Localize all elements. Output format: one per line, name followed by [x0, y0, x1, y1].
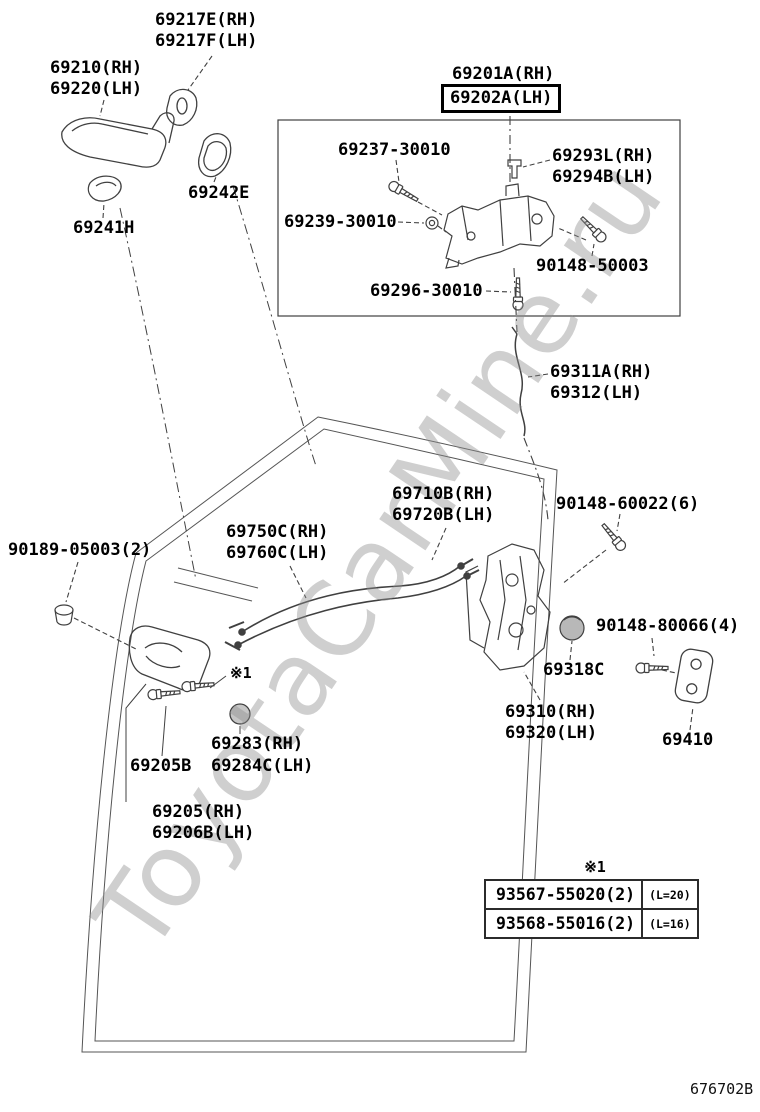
part-number: 69710B(RH) [392, 484, 495, 504]
part-number: 69750C(RH) [226, 522, 329, 542]
part-label-69318C: 69318C [543, 660, 605, 680]
inside-handle-drawing [128, 625, 251, 725]
part-label-90148-50003: 90148-50003 [536, 256, 649, 276]
leader-lines-front [65, 561, 139, 651]
part-label-69241H: 69241H [73, 218, 135, 238]
part-label-69293L: 69293L(RH) 69294B(LH) [552, 146, 654, 189]
part-number-cell: 93568-55016(2) [483, 908, 644, 939]
leader-lines-cables [289, 527, 447, 599]
part-label-69284C: 69284C(LH) [211, 756, 314, 776]
leader-lines-lock [523, 513, 694, 731]
part-number: 69311A(RH) [550, 362, 653, 382]
doc-code: 676702B [690, 1080, 754, 1098]
table-footnote-marker: ※1 [584, 858, 606, 876]
part-number: 69217E(RH) [155, 10, 258, 30]
part-label-69710B: 69710B(RH) 69720B(LH) [392, 484, 494, 527]
part-label-69311A: 69311A(RH) 69312(LH) [550, 362, 652, 405]
door-striker-drawing [674, 648, 714, 704]
handle-frame-assembly-drawing [425, 159, 555, 269]
part-number: 69760C(LH) [226, 543, 329, 564]
part-number-cell: 93567-55020(2) [483, 879, 644, 910]
part-number: 69205(RH) [152, 802, 245, 822]
lock-rod-drawing [511, 326, 526, 437]
part-label-69410: 69410 [662, 730, 714, 750]
part-label-90148-60022: 90148-60022(6) [556, 494, 700, 514]
leader-lines-top-left [99, 55, 217, 219]
bracket-lines [125, 675, 241, 802]
part-number: 69210(RH) [50, 58, 143, 78]
front-grommet-drawing [54, 604, 74, 626]
fastener-length-table: 93567-55020(2) (L=20) 93568-55016(2) (L=… [483, 879, 699, 939]
part-label-69205: 69205(RH) 69206B(LH) [152, 802, 254, 845]
part-number: 69310(RH) [505, 702, 598, 722]
part-label-69217: 69217E(RH) 69217F(LH) [155, 10, 257, 53]
part-label-90189-05003: 90189-05003(2) [8, 540, 152, 560]
part-number: 69206B(LH) [152, 823, 255, 844]
part-label-69242E: 69242E [188, 183, 250, 203]
part-number: 69293L(RH) [552, 146, 655, 166]
part-label-90148-80066: 90148-80066(4) [596, 616, 740, 636]
part-label-69205B: 69205B [130, 756, 192, 776]
door-panel-drawing [81, 416, 558, 1053]
table-row: 93567-55020(2) (L=20) [483, 879, 699, 910]
part-label-69239: 69239-30010 [284, 212, 397, 232]
part-label-69750C: 69750C(RH) 69760C(LH) [226, 522, 328, 565]
part-number: 69294B(LH) [552, 167, 655, 188]
fastener-table: ※1 93567-55020(2) (L=20) 93568-55016(2) … [483, 858, 706, 939]
leader-lines-detail-box [395, 116, 595, 333]
part-label-69296: 69296-30010 [370, 281, 483, 301]
part-label-69201A: 69201A(RH) [452, 64, 555, 84]
part-label-69202A-selected: 69202A(LH) [441, 84, 562, 114]
part-number: 69320(LH) [505, 723, 598, 744]
door-lock-assembly-drawing [465, 543, 551, 671]
assembly-detail-box [277, 119, 681, 317]
lock-bolts [598, 520, 669, 674]
part-number: 69217F(LH) [155, 31, 258, 52]
door-cables-drawing [224, 558, 480, 651]
part-number: 69312(LH) [550, 383, 643, 404]
footnote-marker: ※1 [230, 664, 252, 682]
exterior-handle-drawing [61, 88, 232, 202]
part-number: 69720B(LH) [392, 505, 495, 526]
table-row: 93568-55016(2) (L=16) [483, 908, 699, 939]
lock-grommet-drawing [559, 615, 585, 641]
length-cell: (L=20) [641, 879, 699, 910]
part-number: 69220(LH) [50, 79, 143, 100]
part-label-69283: 69283(RH) [211, 734, 304, 754]
part-label-69237: 69237-30010 [338, 140, 451, 160]
part-label-69210: 69210(RH) 69220(LH) [50, 58, 142, 101]
part-label-69310: 69310(RH) 69320(LH) [505, 702, 597, 745]
length-cell: (L=16) [641, 908, 699, 939]
leader-lines-rod [523, 373, 549, 521]
alignment-centerlines [119, 185, 317, 581]
